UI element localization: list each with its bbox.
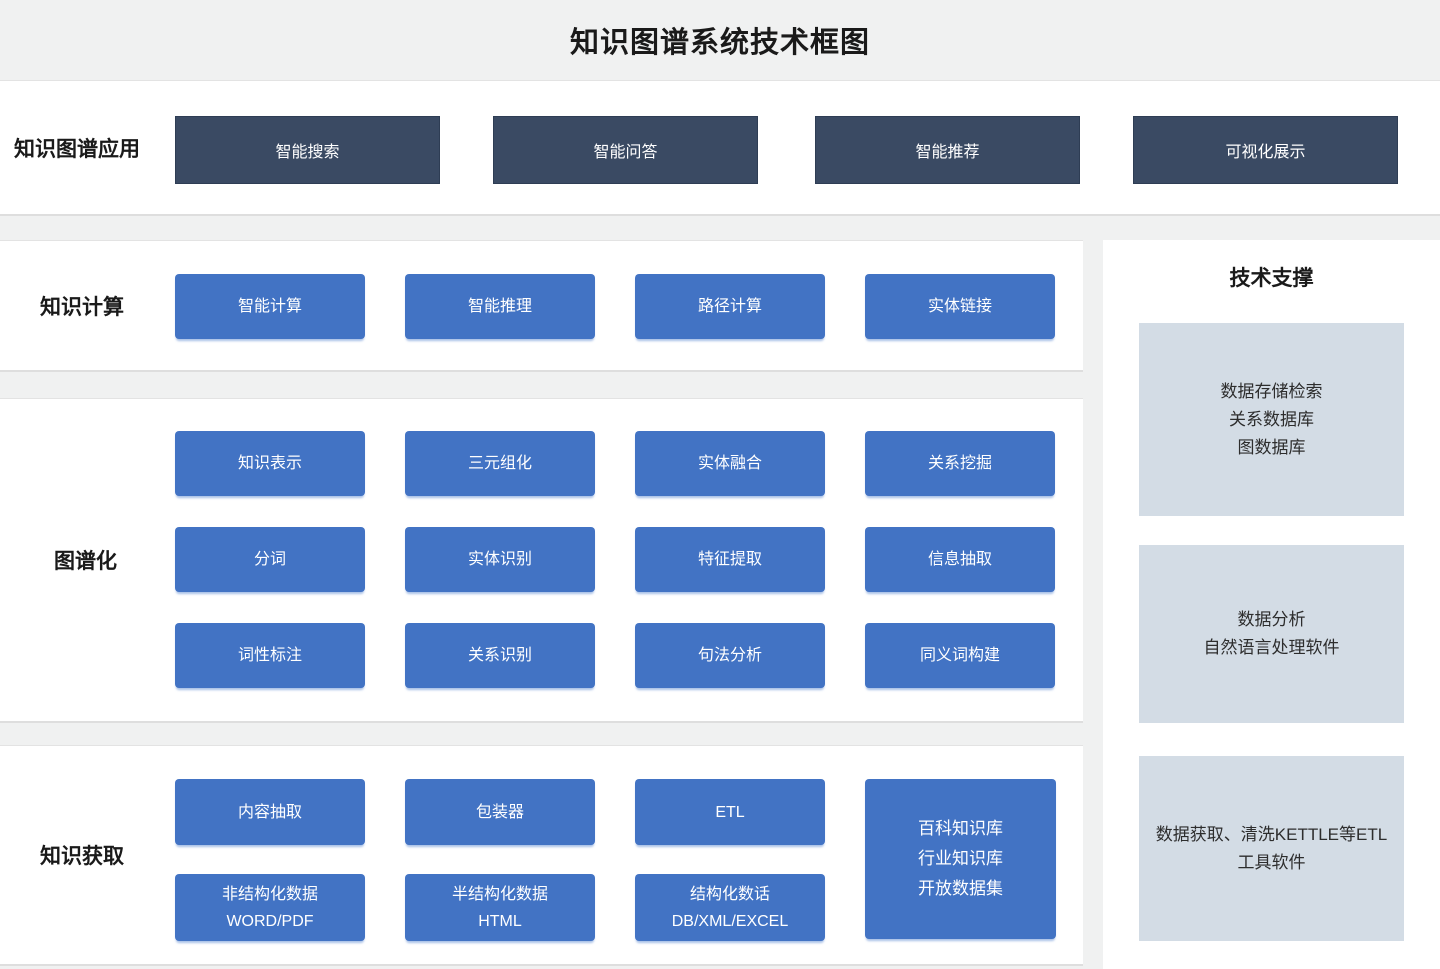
band-graphing: 图谱化 知识表示 三元组化 实体融合 关系挖掘 分词 实体识别 特征提取 信息抽… <box>0 398 1083 723</box>
compute-box-intelligent-computing: 智能计算 <box>175 274 365 339</box>
acq-box-etl: ETL <box>635 779 825 845</box>
graph-box-relation-mining: 关系挖掘 <box>865 431 1055 496</box>
source-line: WORD/PDF <box>226 912 314 930</box>
acq-box-wrapper: 包装器 <box>405 779 595 845</box>
support-panel-title: 技术支撑 <box>1229 267 1314 290</box>
graph-box-information-extraction: 信息抽取 <box>865 527 1055 592</box>
row-label-graphing: 图谱化 <box>54 550 117 573</box>
support-box-data-storage: 数据存储检索 关系数据库 图数据库 <box>1139 323 1404 516</box>
row-label-acquisition: 知识获取 <box>40 845 124 868</box>
compute-box-intelligent-reasoning: 智能推理 <box>405 274 595 339</box>
compute-box-path-computing: 路径计算 <box>635 274 825 339</box>
graph-box-pos-tagging: 词性标注 <box>175 623 365 688</box>
support-line: 图数据库 <box>1237 437 1306 457</box>
band-applications: 知识图谱应用 智能搜索 智能问答 智能推荐 可视化展示 <box>0 80 1440 216</box>
support-line: 关系数据库 <box>1229 409 1314 429</box>
graph-box-entity-fusion: 实体融合 <box>635 431 825 496</box>
band-acquisition: 知识获取 内容抽取 包装器 ETL 百科知识库 行业知识库 开放数据集 非结构化… <box>0 745 1083 966</box>
graph-box-syntax-analysis: 句法分析 <box>635 623 825 688</box>
graph-box-synonym-construction: 同义词构建 <box>865 623 1055 688</box>
support-box-data-etl-tools: 数据获取、清洗KETTLE等ETL工具软件 <box>1139 756 1404 941</box>
source-line: 非结构化数据 <box>221 885 318 903</box>
support-line: 数据获取、清洗KETTLE等ETL工具软件 <box>1155 824 1388 872</box>
knowledge-base-line: 百科知识库 <box>918 819 1003 838</box>
source-line: DB/XML/EXCEL <box>671 912 789 930</box>
support-line: 自然语言处理软件 <box>1203 638 1340 657</box>
app-box-smart-qa: 智能问答 <box>493 116 758 184</box>
support-panel: 技术支撑 数据存储检索 关系数据库 图数据库 数据分析 自然语言处理软件 数据获… <box>1103 240 1440 969</box>
acq-box-knowledge-bases: 百科知识库 行业知识库 开放数据集 <box>865 779 1056 939</box>
band-computing: 知识计算 智能计算 智能推理 路径计算 实体链接 <box>0 240 1083 372</box>
app-box-visualization: 可视化展示 <box>1133 116 1398 184</box>
compute-box-entity-linking: 实体链接 <box>865 274 1055 339</box>
support-line: 数据存储检索 <box>1220 381 1323 401</box>
acq-box-content-extraction: 内容抽取 <box>175 779 365 845</box>
source-line: 半结构化数据 <box>451 885 548 903</box>
support-line: 数据分析 <box>1237 610 1306 629</box>
support-box-data-analysis: 数据分析 自然语言处理软件 <box>1139 545 1404 723</box>
graph-box-triplification: 三元组化 <box>405 431 595 496</box>
app-box-smart-recommend: 智能推荐 <box>815 116 1080 184</box>
graph-box-feature-extraction: 特征提取 <box>635 527 825 592</box>
graph-box-word-segmentation: 分词 <box>175 527 365 592</box>
graph-box-relation-recognition: 关系识别 <box>405 623 595 688</box>
acq-box-structured-data: 结构化数话 DB/XML/EXCEL <box>635 874 825 941</box>
knowledge-base-line: 行业知识库 <box>918 849 1003 868</box>
page-title: 知识图谱系统技术框图 <box>569 27 870 59</box>
row-label-applications: 知识图谱应用 <box>14 137 140 161</box>
acq-box-unstructured-data: 非结构化数据 WORD/PDF <box>175 874 365 941</box>
app-box-smart-search: 智能搜索 <box>175 116 440 184</box>
row-label-computing: 知识计算 <box>40 295 124 319</box>
graph-box-entity-recognition: 实体识别 <box>405 527 595 592</box>
graph-box-knowledge-representation: 知识表示 <box>175 431 365 496</box>
source-line: HTML <box>478 912 522 930</box>
acq-box-semistructured-data: 半结构化数据 HTML <box>405 874 595 941</box>
knowledge-base-line: 开放数据集 <box>918 879 1003 898</box>
source-line: 结构化数话 <box>689 885 770 903</box>
